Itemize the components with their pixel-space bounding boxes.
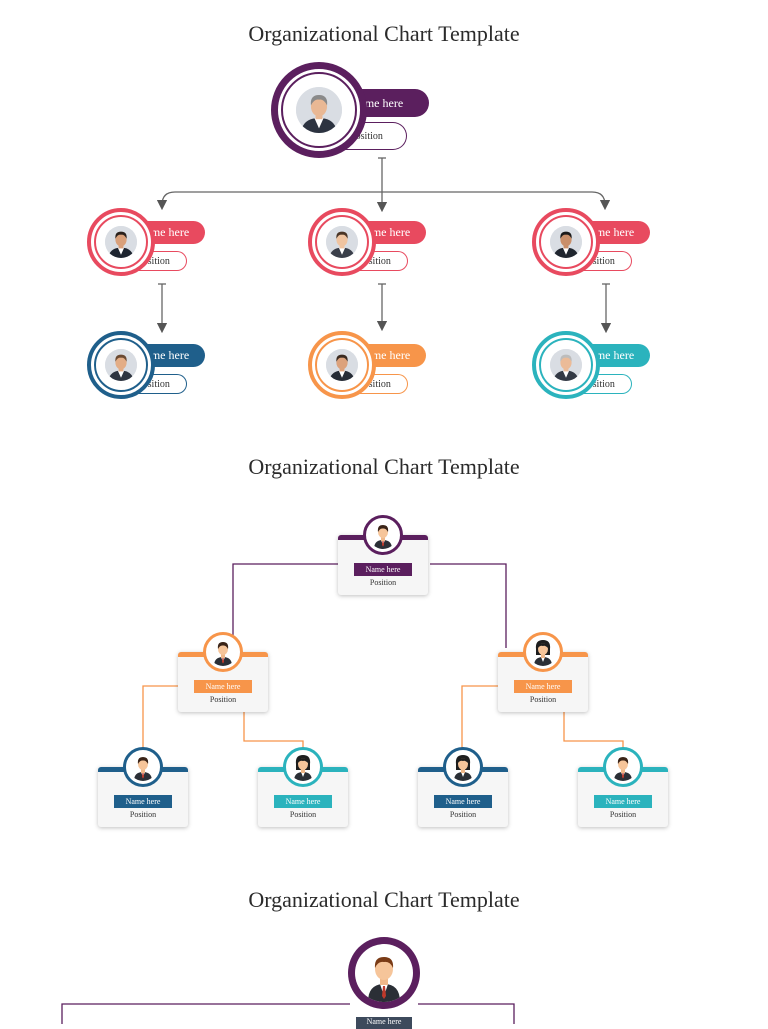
section-title: Organizational Chart Template xyxy=(248,454,520,479)
page-title: Organizational Chart Template xyxy=(248,21,520,46)
person-photo-icon xyxy=(550,226,582,258)
position-label: Position xyxy=(449,810,477,819)
name-label: Name here xyxy=(356,1017,412,1029)
person-photo-icon xyxy=(296,87,342,133)
org-card-leaf-2: Name here Position xyxy=(258,747,348,827)
person-photo-icon xyxy=(550,349,582,381)
avatar-ring xyxy=(203,632,243,672)
male-avatar-icon xyxy=(209,638,237,666)
org-node-staff-1: Position Name here xyxy=(87,331,225,399)
org-node-staff-2: Position Name here xyxy=(308,331,446,399)
org-node-manager-3: Position Name here xyxy=(532,208,670,276)
org-card-leaf-3: Name here Position xyxy=(418,747,508,827)
position-label: Position xyxy=(369,578,397,587)
avatar-ring xyxy=(443,747,483,787)
name-label: Name here xyxy=(594,795,652,808)
avatar-ring xyxy=(363,515,403,555)
avatar-ring xyxy=(123,747,163,787)
name-label: Name here xyxy=(434,795,492,808)
org-node-staff-3: Position Name here xyxy=(532,331,670,399)
female-avatar-icon xyxy=(289,753,317,781)
position-label: Position xyxy=(209,695,237,704)
male-avatar-icon xyxy=(609,753,637,781)
position-label: Position xyxy=(129,810,157,819)
person-photo-icon xyxy=(326,349,358,381)
org-card-mid-left: Name here Position xyxy=(178,632,268,712)
section-title: Organizational Chart Template xyxy=(248,887,520,912)
name-label: Name here xyxy=(114,795,172,808)
org-node-top: Name here xyxy=(348,937,420,1029)
avatar-inner-ring xyxy=(94,338,148,392)
org-card-mid-right: Name here Position xyxy=(498,632,588,712)
org-node-manager-1: Position Name here xyxy=(87,208,225,276)
female-avatar-icon xyxy=(449,753,477,781)
position-label: Position xyxy=(609,810,637,819)
avatar-inner-ring xyxy=(315,215,369,269)
avatar-ring xyxy=(603,747,643,787)
org-node-manager-2: Position Name here xyxy=(308,208,446,276)
position-label: Position xyxy=(289,810,317,819)
position-label: Position xyxy=(529,695,557,704)
name-label: Name here xyxy=(354,563,412,576)
name-label: Name here xyxy=(194,680,252,693)
male-avatar-icon xyxy=(369,521,397,549)
male-avatar-icon xyxy=(129,753,157,781)
avatar-ring xyxy=(523,632,563,672)
avatar-ring xyxy=(283,747,323,787)
org-card-leaf-4: Name here Position xyxy=(578,747,668,827)
male-avatar-icon xyxy=(355,944,413,1002)
name-label: Name here xyxy=(514,680,572,693)
female-avatar-icon xyxy=(529,638,557,666)
org-node-ceo: Position Name here xyxy=(271,62,443,158)
person-photo-icon xyxy=(105,226,137,258)
org-card-top: Name here Position xyxy=(338,515,428,595)
org-card-leaf-1: Name here Position xyxy=(98,747,188,827)
name-label: Name here xyxy=(274,795,332,808)
person-photo-icon xyxy=(326,226,358,258)
person-photo-icon xyxy=(105,349,137,381)
